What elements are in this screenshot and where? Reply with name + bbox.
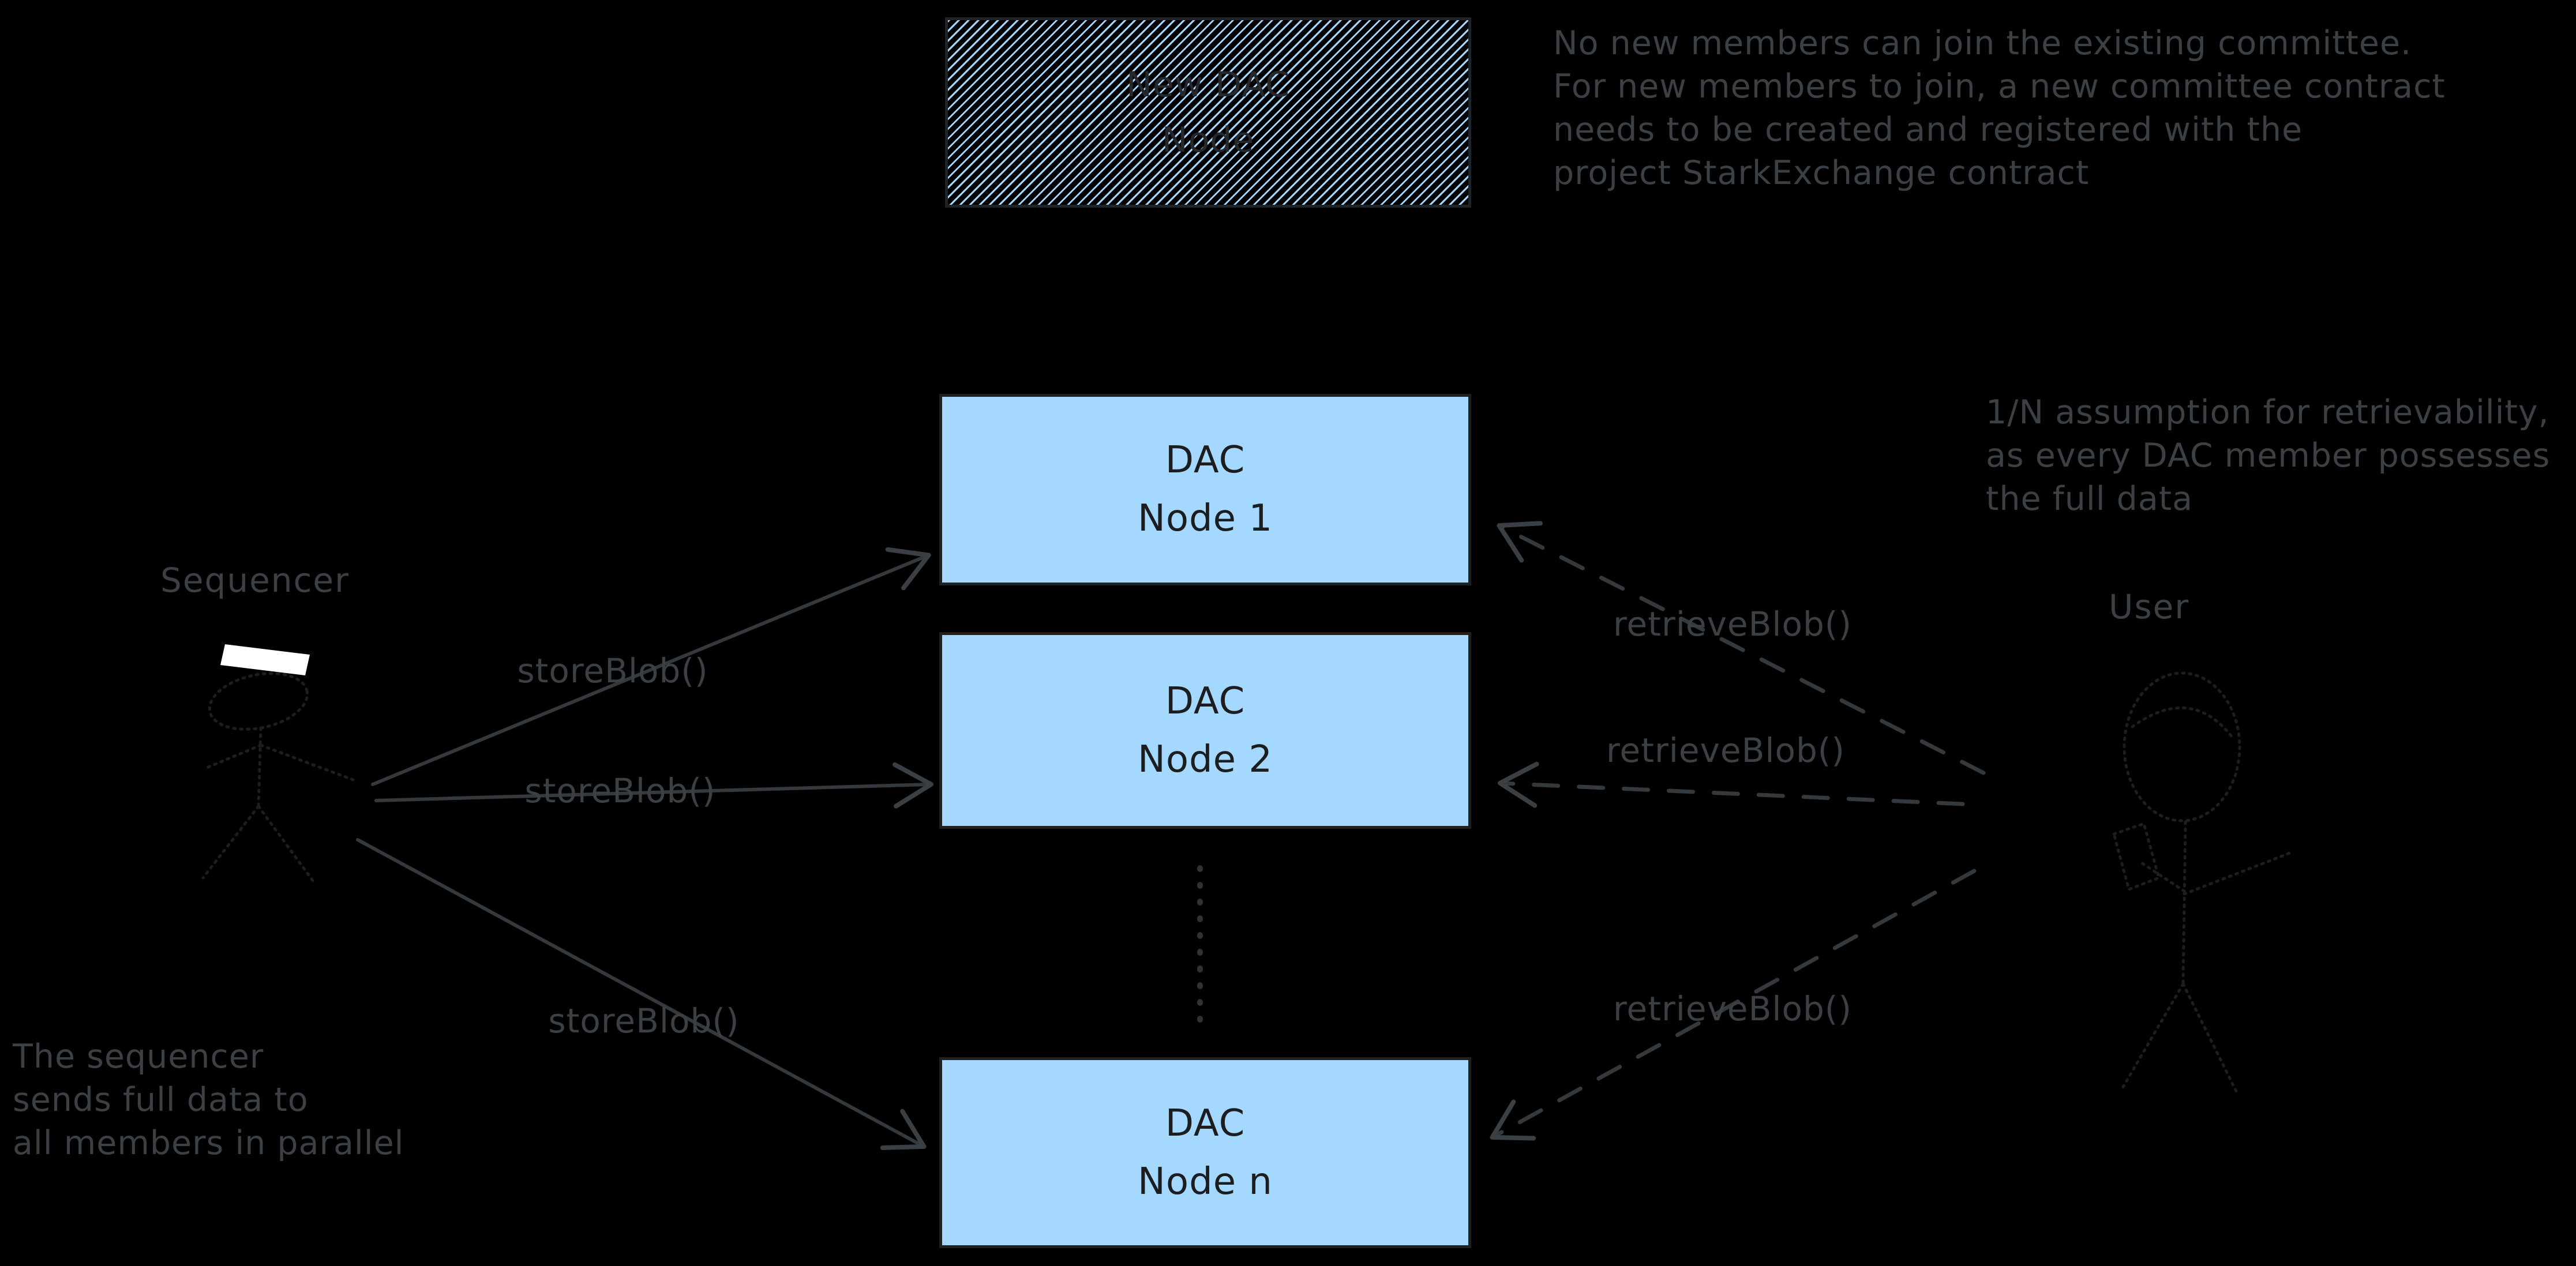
retrieve-blob-label-2: retrieveBlob()	[1606, 731, 1846, 770]
user-body	[2120, 820, 2294, 1093]
store-blob-label-3: storeBlob()	[548, 1001, 740, 1040]
dac-node-2-box: DAC Node 2	[939, 632, 1471, 829]
retrieve-blob-arrow-2	[1498, 761, 1965, 808]
sequencer-head	[208, 672, 309, 731]
dac-node-1-box: DAC Node 1	[939, 394, 1471, 585]
sequencer-note: The sequencer sends full data to all mem…	[13, 1038, 404, 1162]
laptop-screen-icon	[220, 644, 310, 675]
user-label: User	[2109, 587, 2190, 626]
store-blob-label-1: storeBlob()	[517, 651, 708, 690]
dac-node-n-label: DAC Node n	[1138, 1102, 1273, 1203]
retrievability-note: 1/N assumption for retrievability, as ev…	[1986, 393, 2551, 518]
retrieve-blob-label-1: retrieveBlob()	[1613, 604, 1853, 644]
store-blob-label-2: storeBlob()	[524, 771, 716, 810]
dac-node-2-label: DAC Node 2	[1137, 679, 1273, 781]
store-blob-arrow-3	[356, 838, 927, 1151]
sequencer-icon	[201, 644, 355, 885]
committee-note: No new members can join the existing com…	[1553, 24, 2446, 192]
dac-node-n-box: DAC Node n	[939, 1057, 1471, 1248]
user-icon	[2112, 671, 2294, 1093]
new-dac-node-label: New DAC Node	[1126, 65, 1290, 160]
retrieve-blob-label-3: retrieveBlob()	[1613, 989, 1853, 1028]
phone-icon	[2112, 821, 2161, 892]
retrieve-blob-arrow-3	[1490, 869, 1977, 1141]
sequencer-label: Sequencer	[160, 561, 350, 600]
sequencer-body	[201, 726, 355, 885]
retrieve-blob-arrow-1	[1497, 521, 1986, 775]
user-hair	[2131, 706, 2236, 741]
user-head	[2123, 671, 2241, 822]
dac-node-1-label: DAC Node 1	[1137, 439, 1273, 540]
store-blob-arrow-1	[371, 547, 931, 786]
store-blob-arrow-2	[374, 762, 933, 809]
new-dac-node-box: New DAC Node	[945, 17, 1471, 208]
